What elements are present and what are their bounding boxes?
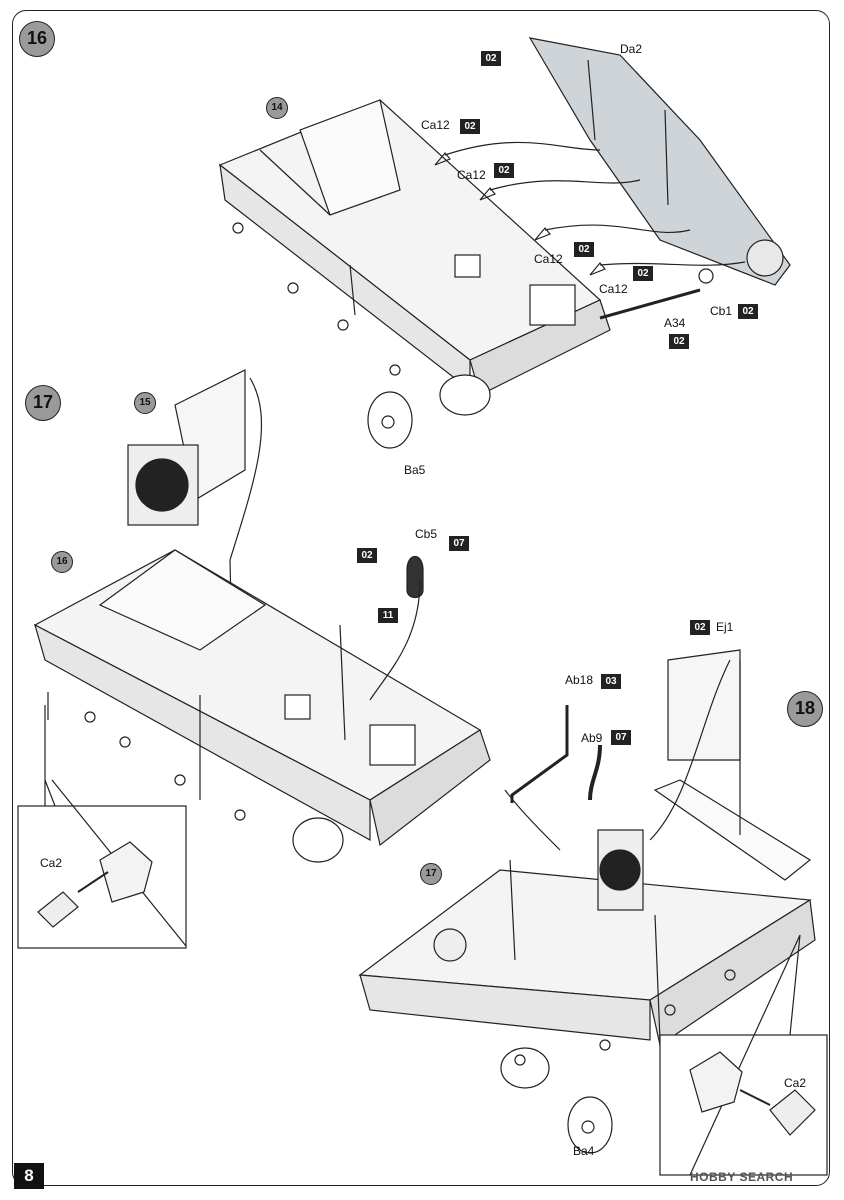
step-17-badge: 17 — [25, 385, 61, 421]
tag-ca12-d-sprue: 02 — [633, 266, 653, 281]
ca12-parts — [434, 141, 746, 284]
label-ca12-b: Ca12 — [457, 168, 486, 182]
page-number: 8 — [14, 1163, 44, 1189]
ref-step-17: 17 — [420, 863, 442, 885]
label-ab9: Ab9 — [581, 731, 603, 745]
tag-cb1-sprue: 02 — [738, 304, 758, 319]
tag-a34-sprue: 02 — [669, 334, 689, 349]
step18-inset-ca2 — [689, 1051, 816, 1136]
label-ca12-d: Ca12 — [599, 282, 628, 296]
tag-ab9-sprue: 07 — [611, 730, 631, 745]
label-ba5: Ba5 — [404, 463, 426, 477]
label-cb1: Cb1 — [710, 304, 733, 318]
step-16-badge: 16 — [19, 21, 55, 57]
label-ej1: Ej1 — [716, 620, 734, 634]
label-ca2-inset-18: Ca2 — [784, 1076, 807, 1090]
ref-step-15: 15 — [134, 392, 156, 414]
step17-inset-ca2 — [37, 841, 153, 928]
tag-ca12-c-sprue: 02 — [574, 242, 594, 257]
tag-ab18-sprue: 03 — [601, 674, 621, 689]
tag-ca12-a-sprue: 02 — [460, 119, 480, 134]
label-cb5: Cb5 — [415, 527, 438, 541]
ref-step-16: 16 — [51, 551, 73, 573]
step17-hull-drawing — [33, 549, 491, 863]
step18-hull-drawing — [358, 649, 816, 1154]
label-a34: A34 — [664, 316, 686, 330]
label-ab18: Ab18 — [565, 673, 594, 687]
label-da2: Da2 — [620, 42, 643, 56]
watermark: HOBBY SEARCH — [690, 1170, 794, 1184]
step-18-badge: 18 — [787, 691, 823, 727]
tag-cb5-sprue-02: 02 — [357, 548, 377, 563]
ref-step-14: 14 — [266, 97, 288, 119]
tag-cb5-sprue-07: 07 — [449, 536, 469, 551]
label-ca12-a: Ca12 — [421, 118, 450, 132]
label-ca2-inset-17: Ca2 — [40, 856, 63, 870]
label-ca12-c: Ca12 — [534, 252, 563, 266]
da2-plate-drawing — [528, 37, 791, 286]
step16-hull-drawing — [218, 99, 701, 449]
page-frame — [12, 10, 830, 1186]
tag-cb5-sprue-11: 11 — [378, 608, 398, 623]
tag-ca12-b-sprue: 02 — [494, 163, 514, 178]
label-ba4: Ba4 — [573, 1144, 595, 1158]
step17-radiator-drawing — [127, 369, 262, 656]
tag-da2-sprue: 02 — [481, 51, 501, 66]
tag-ej1-sprue: 02 — [690, 620, 710, 635]
